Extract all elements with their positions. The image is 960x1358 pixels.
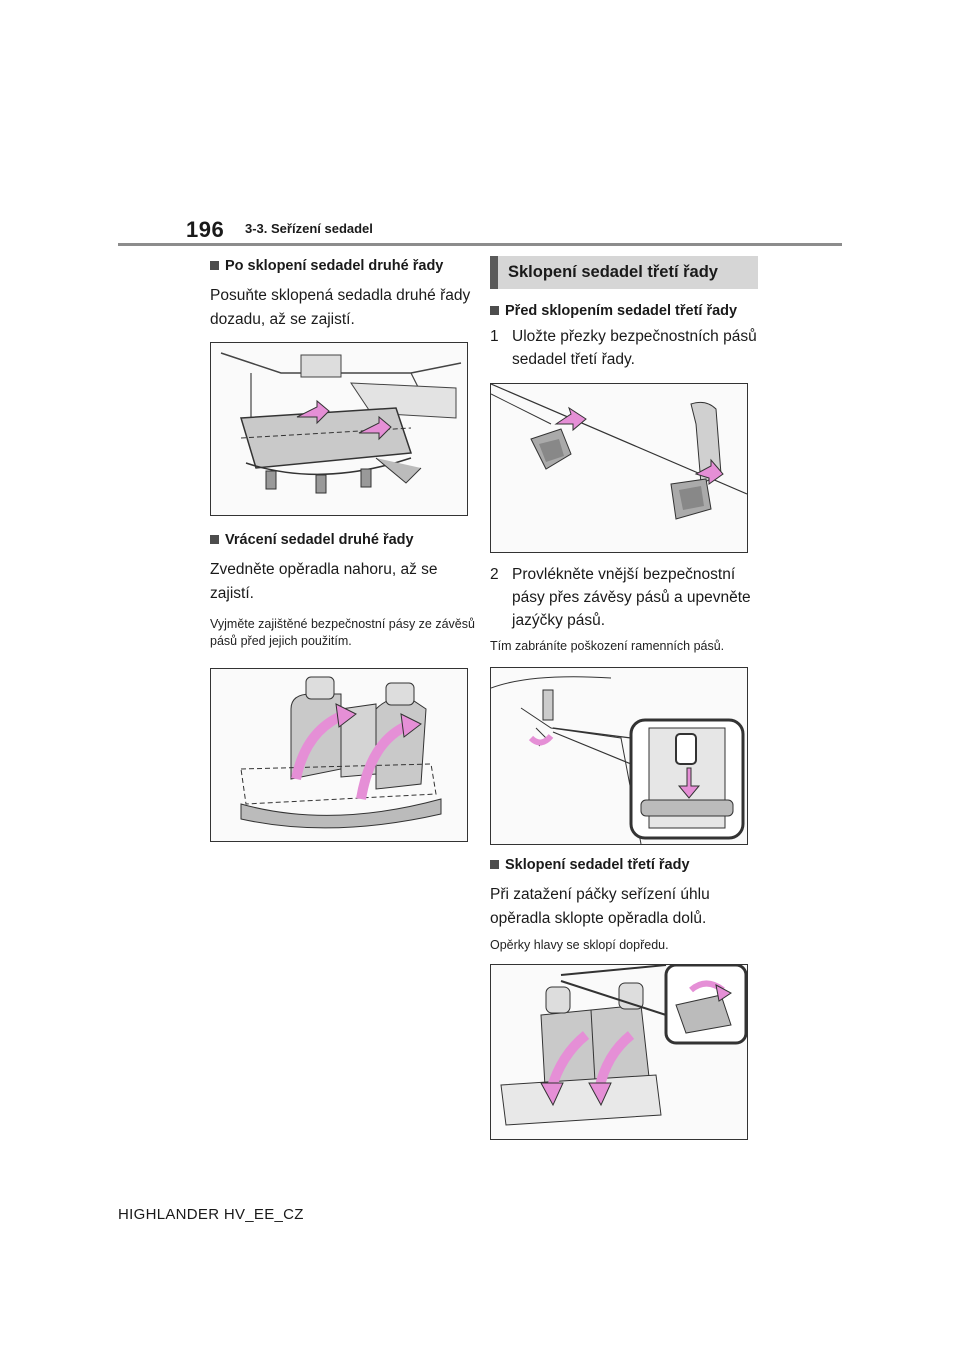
second-row-slide-illustration [211,343,467,515]
step-number: 2 [490,566,499,583]
step-1: 1 Uložte přezky bezpečnostních pásů seda… [490,325,760,371]
figure-stow-buckles [490,383,748,553]
right-column: Sklopení sedadel třetí řady Před sklopen… [490,256,760,1140]
step-number: 1 [490,328,499,345]
subheading-before-folding: Před sklopením sedadel třetí řady [490,301,760,321]
figure-belt-hanger [490,667,748,845]
subheading-fold-third-row: Sklopení sedadel třetí řady [490,855,760,875]
square-bullet-icon [210,261,219,270]
buckle-stow-illustration [491,384,747,552]
third-row-fold-illustration [491,965,747,1139]
instruction-text: Posuňte sklopená sedadla druhé řady doza… [210,287,471,328]
section-heading-box: Sklopení sedadel třetí řady [490,256,758,289]
instruction-text: Zvedněte opěradla nahoru, až se zajistí. [210,561,438,602]
subheading-return-seats: Vrácení sedadel druhé řady [210,530,480,550]
page-number: 196 [186,217,225,242]
subheading-after-folding: Po sklopení sedadel druhé řady [210,256,480,276]
step-2: 2 Provlékněte vnější bezpečnostní pásy p… [490,563,760,632]
square-bullet-icon [210,535,219,544]
second-row-raise-illustration [211,669,467,841]
square-bullet-icon [490,860,499,869]
note-text: Tím zabráníte poškození ramenních pásů. [490,639,725,653]
square-bullet-icon [490,306,499,315]
figure-slide-second-row-seats [210,342,468,516]
note-text: Opěrky hlavy se sklopí dopředu. [490,938,669,952]
figure-fold-third-row [490,964,748,1140]
figure-raise-second-row-seatbacks [210,668,468,842]
header-divider [118,243,842,246]
section-title: 3-3. Seřízení sedadel [245,221,373,236]
instruction-text: Při zatažení páčky seřízení úhlu opěradl… [490,886,710,927]
note-text: Vyjměte zajištěné bezpečnostní pásy ze z… [210,617,475,648]
step-text: Uložte přezky bezpečnostních pásů sedade… [512,328,757,368]
left-column: Po sklopení sedadel druhé řady Posuňte s… [210,256,480,842]
belt-hanger-illustration [491,668,747,844]
footer-model-code: HIGHLANDER HV_EE_CZ [118,1206,304,1223]
step-text: Provlékněte vnější bezpečnostní pásy pře… [512,566,751,629]
